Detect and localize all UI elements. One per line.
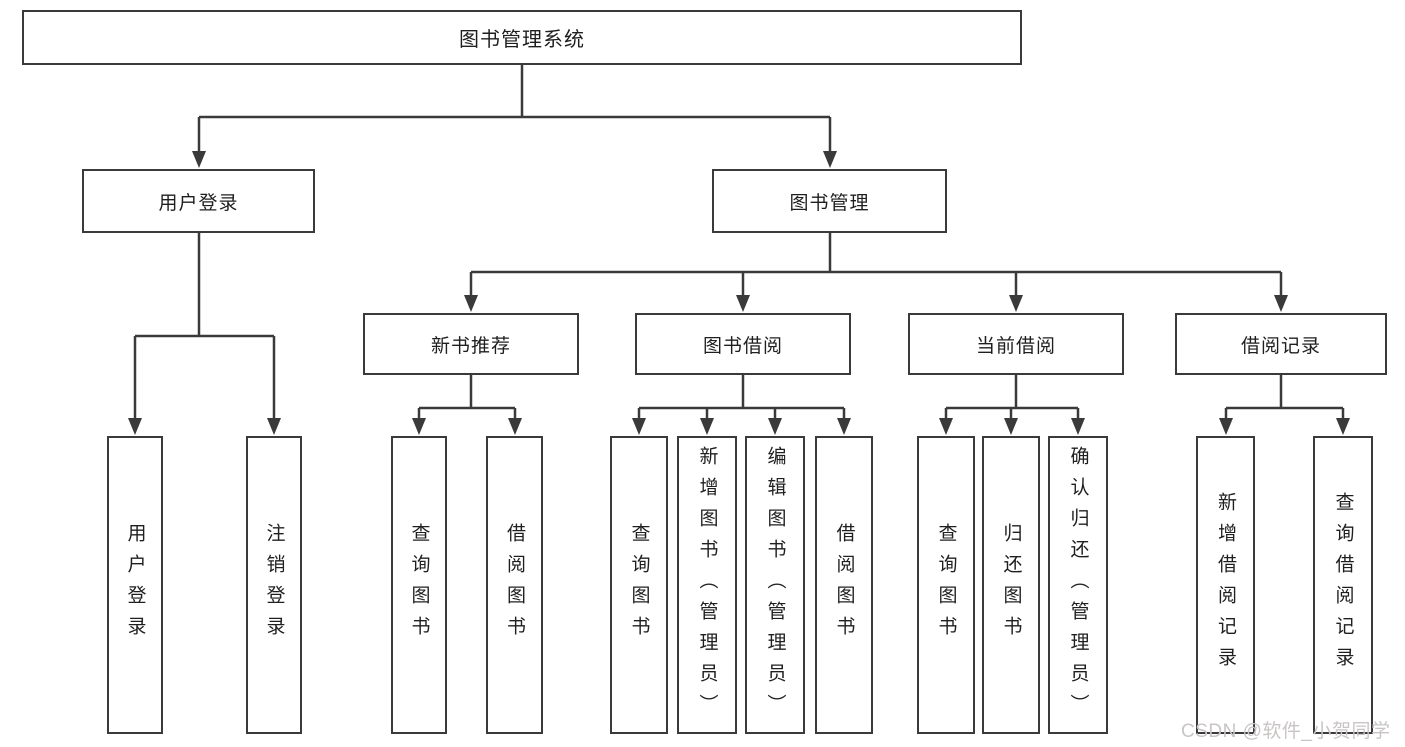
node-label: 图书借阅 xyxy=(702,335,783,357)
leaf-current-confirm-return-admin: 确认归还（管理员） xyxy=(1048,436,1108,734)
node-label: 图书管理系统 xyxy=(459,29,585,51)
leaf-label: 查询借阅记录 xyxy=(1332,492,1354,678)
node-label: 借阅记录 xyxy=(1240,335,1321,357)
leaf-current-return-book: 归还图书 xyxy=(982,436,1040,734)
node-book-borrowing: 图书借阅 xyxy=(635,313,851,375)
leaf-borrowing-add-book-admin: 新增图书（管理员） xyxy=(677,436,737,734)
leaf-newbook-query-book: 查询图书 xyxy=(391,436,447,734)
leaf-label: 归还图书 xyxy=(1000,523,1022,647)
leaf-label: 查询图书 xyxy=(408,523,430,647)
leaf-current-query-book: 查询图书 xyxy=(917,436,975,734)
node-library-management-system: 图书管理系统 xyxy=(22,10,1022,65)
leaf-label: 查询图书 xyxy=(935,523,957,647)
leaf-borrowing-borrow-book: 借阅图书 xyxy=(815,436,873,734)
leaf-borrowing-edit-book-admin: 编辑图书（管理员） xyxy=(745,436,805,734)
leaf-label: 新增借阅记录 xyxy=(1215,492,1236,678)
leaf-logout: 注销登录 xyxy=(246,436,302,734)
leaf-label: 编辑图书（管理员） xyxy=(764,445,786,725)
leaf-label: 确认归还（管理员） xyxy=(1067,445,1089,725)
node-new-book-recommendation: 新书推荐 xyxy=(363,313,579,375)
leaf-label: 借阅图书 xyxy=(504,523,525,647)
leaf-label: 新增图书（管理员） xyxy=(696,445,718,725)
node-label: 用户登录 xyxy=(158,192,239,214)
csdn-watermark: CSDN @软件_小贺同学 xyxy=(1181,721,1391,742)
node-book-management: 图书管理 xyxy=(712,169,947,233)
leaf-borrowing-query-book: 查询图书 xyxy=(610,436,668,734)
node-label: 图书管理 xyxy=(789,192,870,214)
node-label: 当前借阅 xyxy=(975,335,1056,357)
leaf-records-add-record: 新增借阅记录 xyxy=(1196,436,1255,734)
leaf-records-query-record: 查询借阅记录 xyxy=(1313,436,1373,734)
leaf-label: 查询图书 xyxy=(628,523,650,647)
leaf-newbook-borrow-book: 借阅图书 xyxy=(486,436,543,734)
leaf-user-login: 用户登录 xyxy=(107,436,163,734)
node-current-borrowing: 当前借阅 xyxy=(908,313,1124,375)
node-borrowing-records: 借阅记录 xyxy=(1175,313,1387,375)
leaf-label: 借阅图书 xyxy=(833,523,855,647)
node-label: 新书推荐 xyxy=(430,335,511,357)
leaf-label: 注销登录 xyxy=(263,523,285,647)
leaf-label: 用户登录 xyxy=(124,523,146,647)
node-user-login: 用户登录 xyxy=(82,169,315,233)
